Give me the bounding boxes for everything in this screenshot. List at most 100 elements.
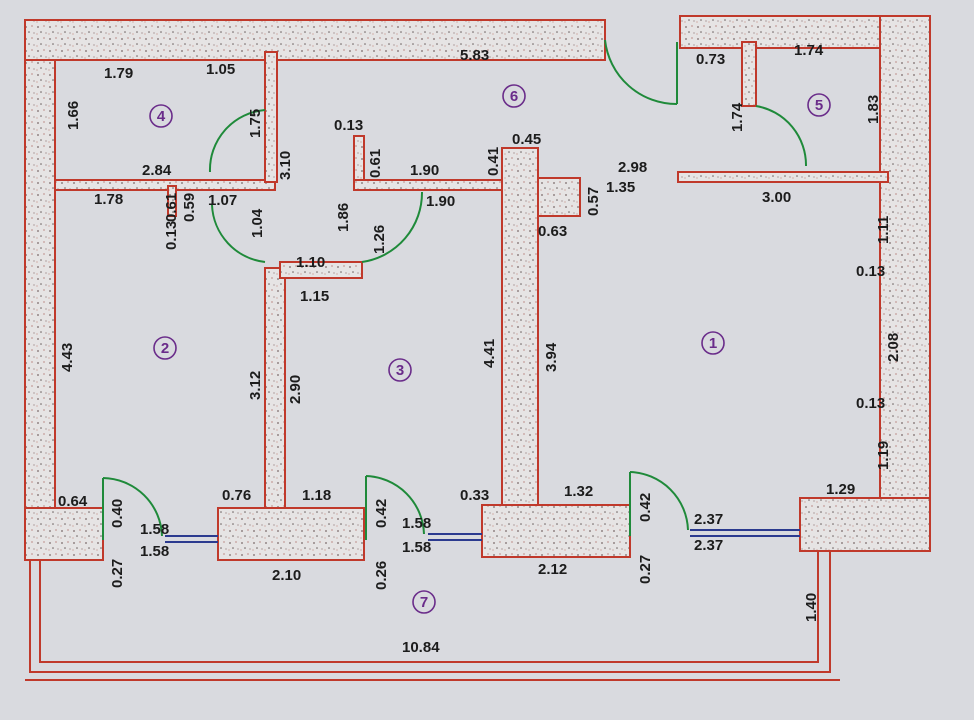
dimension-label: 1.58 bbox=[402, 515, 431, 532]
dimension-label: 4.41 bbox=[481, 339, 498, 368]
room-3-label: 3 bbox=[396, 362, 404, 379]
dimension-label: 1.74 bbox=[794, 42, 824, 59]
dimension-label: 0.61 bbox=[163, 193, 180, 222]
dimension-label: 0.63 bbox=[538, 223, 567, 240]
room-7-label: 7 bbox=[420, 594, 428, 611]
dimension-label: 0.13 bbox=[856, 263, 885, 280]
wall-column-cap bbox=[537, 177, 581, 217]
dimension-label: 2.84 bbox=[142, 162, 172, 179]
dimension-label: 5.83 bbox=[460, 47, 489, 64]
wall-bottom-b bbox=[217, 507, 365, 561]
loggia-outline-inner bbox=[39, 552, 819, 663]
dimension-label: 1.90 bbox=[426, 193, 455, 210]
wall-room2-room3 bbox=[264, 267, 286, 509]
door-room4-arc bbox=[208, 109, 266, 173]
dimension-label: 1.18 bbox=[302, 487, 331, 504]
dimension-label: 1.58 bbox=[402, 539, 431, 556]
dimension-label: 0.45 bbox=[512, 131, 541, 148]
wall-bottom-c bbox=[481, 504, 631, 558]
room-5-label: 5 bbox=[815, 97, 823, 114]
dimension-label: 3.94 bbox=[543, 342, 560, 372]
door-balcony3-arc bbox=[365, 475, 425, 535]
dimension-label: 1.11 bbox=[875, 216, 892, 244]
dimension-label: 1.19 bbox=[875, 441, 892, 470]
wall-outer-left bbox=[24, 19, 56, 561]
wall-pier-small bbox=[167, 185, 177, 217]
dimension-label: 1.10 bbox=[296, 254, 325, 271]
wall-bottom-left bbox=[24, 507, 104, 561]
dimension-label: 2.10 bbox=[272, 567, 301, 584]
room-labels: 1 2 3 4 5 6 7 bbox=[149, 84, 831, 614]
dimension-label: 1.79 bbox=[104, 65, 133, 82]
wall-outer-right bbox=[879, 15, 931, 552]
dimension-label: 0.57 bbox=[585, 187, 602, 216]
dimension-label: 1.05 bbox=[206, 61, 235, 78]
room-1-label: 1 bbox=[709, 335, 717, 352]
dimension-label: 1.78 bbox=[94, 191, 123, 208]
dimension-labels: 5.83 1.79 1.05 2.84 0.13 1.90 1.90 0.45 … bbox=[58, 42, 885, 656]
dimension-label: 2.08 bbox=[885, 333, 902, 362]
wall-room5-bottom bbox=[677, 171, 889, 183]
dimension-label: 1.74 bbox=[729, 102, 746, 132]
room-1-circle bbox=[701, 331, 725, 355]
door-room5-arc bbox=[755, 105, 808, 167]
door-room2-arc bbox=[211, 204, 266, 263]
dimension-label: 1.58 bbox=[140, 521, 169, 538]
door-entrance-arc bbox=[604, 39, 678, 106]
room-5-circle bbox=[807, 93, 831, 117]
dimension-label: 0.42 bbox=[637, 493, 654, 522]
dimension-label: 2.98 bbox=[618, 159, 647, 176]
dimension-label: 3.00 bbox=[762, 189, 791, 206]
wall-room3-room1 bbox=[501, 147, 539, 509]
dimension-label: 0.64 bbox=[58, 493, 88, 510]
doors bbox=[102, 39, 808, 540]
wall-outer-top-left bbox=[24, 19, 606, 61]
dimension-label: 0.27 bbox=[637, 555, 654, 584]
dimension-label: 3.12 bbox=[247, 371, 264, 400]
dimension-label: 2.12 bbox=[538, 561, 567, 578]
dimension-labels-vertical: 1.66 1.75 3.10 0.61 1.86 0.41 1.74 1.83 … bbox=[59, 95, 902, 622]
dimension-label: 1.58 bbox=[140, 543, 169, 560]
door-balcony2-arc bbox=[102, 477, 163, 537]
room-2-circle bbox=[153, 336, 177, 360]
dimension-label: 0.26 bbox=[373, 561, 390, 590]
door-room3-arc bbox=[361, 191, 424, 263]
door-balcony1-arc bbox=[629, 471, 689, 531]
room-7-circle bbox=[412, 590, 436, 614]
dimension-label: 0.40 bbox=[109, 499, 126, 528]
dimension-label: 3.10 bbox=[277, 151, 294, 180]
dimension-label: 0.61 bbox=[367, 149, 384, 178]
dimension-label: 0.27 bbox=[109, 559, 126, 588]
wall-pier-061 bbox=[353, 135, 365, 185]
dimension-label: 2.37 bbox=[694, 537, 723, 554]
dimension-label: 1.66 bbox=[65, 101, 82, 130]
dimension-label: 0.13 bbox=[856, 395, 885, 412]
wall-room5-left bbox=[741, 41, 757, 107]
room-6-label: 6 bbox=[510, 88, 518, 105]
dimension-label: 1.75 bbox=[247, 109, 264, 138]
dimension-label: 1.90 bbox=[410, 162, 439, 179]
room-6-circle bbox=[502, 84, 526, 108]
dimension-label: 1.29 bbox=[826, 481, 855, 498]
wall-bottom-right bbox=[799, 497, 931, 552]
windows bbox=[165, 529, 800, 543]
dimension-label: 2.90 bbox=[287, 375, 304, 404]
dimension-label: 0.73 bbox=[696, 51, 725, 68]
wall-room4-right bbox=[264, 51, 278, 183]
wall-room3-top bbox=[353, 179, 503, 191]
dimension-label: 1.83 bbox=[865, 95, 882, 124]
dimension-label: 1.35 bbox=[606, 179, 635, 196]
dimension-label: 0.59 bbox=[181, 193, 198, 222]
dimension-label: 4.43 bbox=[59, 343, 76, 372]
dimension-label: 0.13 bbox=[334, 117, 363, 134]
dimension-label: 1.04 bbox=[249, 208, 266, 238]
room-4-label: 4 bbox=[157, 108, 166, 125]
room-4-circle bbox=[149, 104, 173, 128]
dimension-label: 0.42 bbox=[373, 499, 390, 528]
wall-corridor-bottom bbox=[279, 261, 363, 279]
dimension-label: 0.41 bbox=[485, 147, 502, 176]
dimension-label: 1.26 bbox=[371, 225, 388, 254]
dimension-label: 1.32 bbox=[564, 483, 593, 500]
dimension-label: 0.13 bbox=[163, 221, 180, 250]
